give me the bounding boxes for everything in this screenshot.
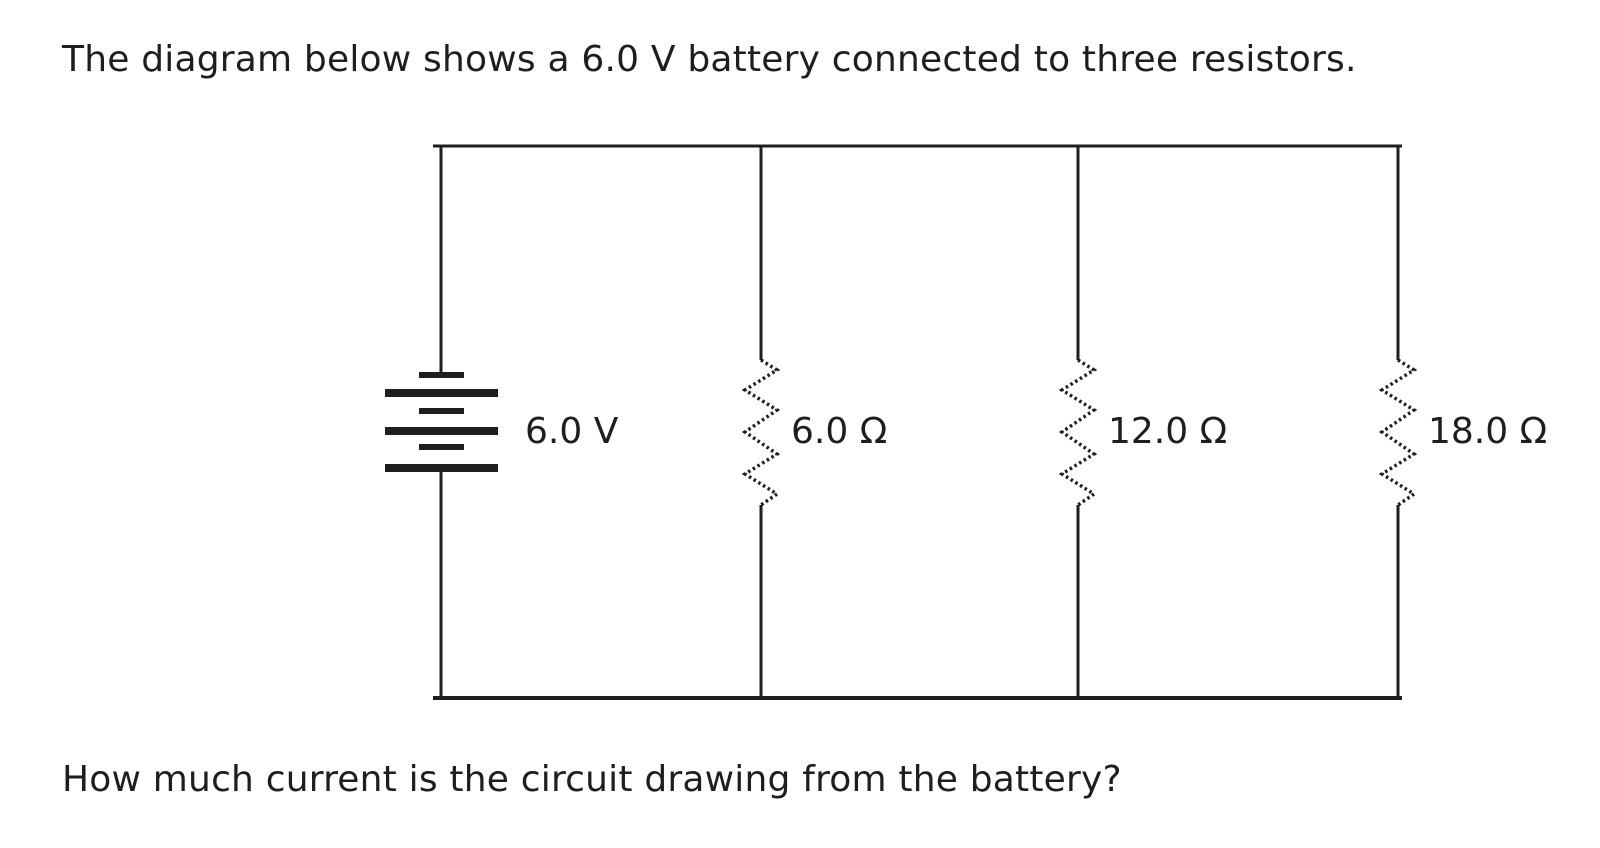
resistor-label: 12.0 Ω [1108, 411, 1227, 452]
resistor-zigzag-icon [1058, 358, 1098, 507]
resistor-branch: 12.0 Ω [1058, 146, 1227, 698]
battery-plate-short [419, 372, 464, 378]
battery-plate-long [385, 464, 498, 472]
resistor-zigzag-icon [1378, 358, 1418, 507]
battery-plate-short [419, 408, 464, 414]
battery-plate-long [385, 427, 498, 435]
resistor-branch: 6.0 Ω [741, 146, 887, 698]
battery-symbol [385, 372, 498, 472]
resistor-branches: 6.0 Ω 12.0 Ω 18.0 Ω [741, 146, 1547, 698]
resistor-label: 6.0 Ω [791, 411, 887, 452]
resistor-branch: 18.0 Ω [1378, 146, 1547, 698]
question-prompt: How much current is the circuit drawing … [62, 759, 1122, 800]
battery-plate-long [385, 389, 498, 397]
question-intro: The diagram below shows a 6.0 V battery … [62, 39, 1357, 80]
battery-plate-short [419, 444, 464, 450]
resistor-label: 18.0 Ω [1428, 411, 1547, 452]
circuit-wires [433, 144, 1402, 700]
battery-label: 6.0 V [525, 411, 619, 452]
resistor-zigzag-icon [741, 358, 781, 507]
